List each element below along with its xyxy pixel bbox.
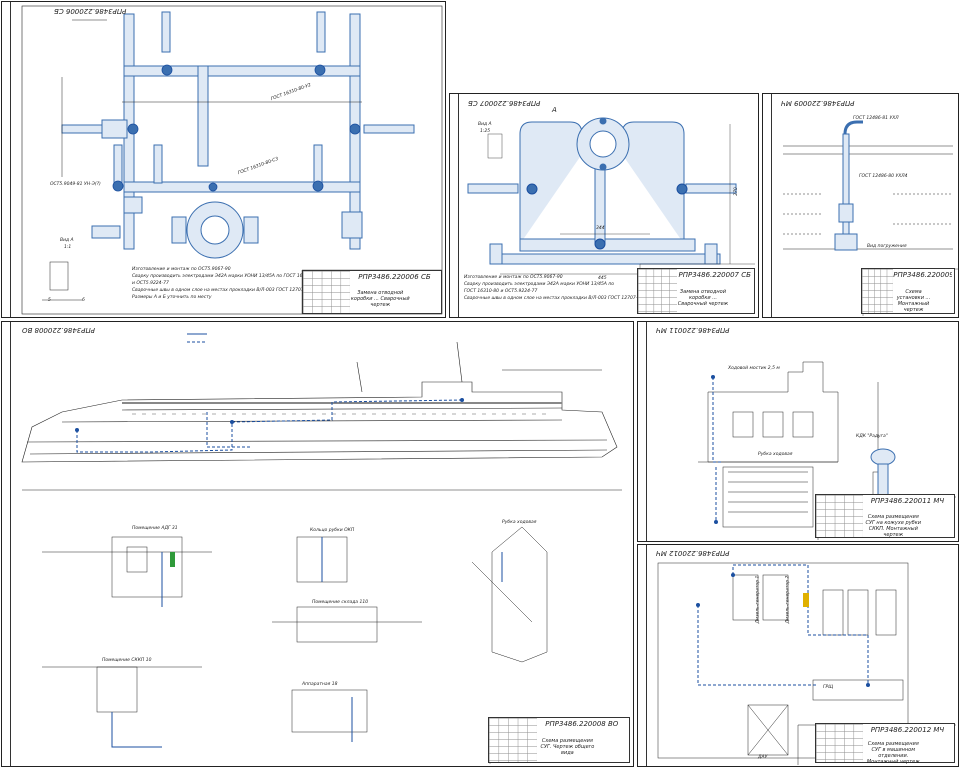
drawing-title: Замена отводной коробки ... Сварочный че… [677,288,729,307]
drawing-title: Схема размещения СУГ. Чертеж общего вида [540,737,595,756]
callout-label: Рубка ходовая [758,452,793,457]
drawing-sheet-008: РПР3486.220008 ВО Помещение АДГ 31 Кольц… [1,321,634,767]
notes-line: Сварочные швы в одном слое на местах про… [464,296,644,301]
drawing-sheet-006: РПР3486.220006 СБ ГОСТ 16310-80-У2 ГОСТ … [1,1,446,318]
notes-line: Сварку производить электродами Э42А марк… [464,282,615,287]
notes-line: и ОСТ5.9224-77 [132,281,169,286]
drawing-sheet-011: РПР3486.220011 МЧ Ходовой мостик 2,5 м Р… [637,321,959,542]
notes-line: Сварку производить электродами Э42А марк… [132,274,319,279]
sheet-stamp: РПР3486.220011 МЧ [656,326,730,334]
drawing-title: Схема размещения СУГ в машинном отделени… [866,741,920,766]
scale-label: 1:1 [64,245,72,250]
dimension-label: 270 [733,187,739,196]
sheet-stamp: РПР3486.220008 ВО [22,326,96,334]
callout-label: Вид погружения [867,244,907,249]
notes-line: Размеры А и Б уточнить по месту [132,295,212,300]
subview-title: Помещение АДГ 31 [132,526,178,531]
notes-line: ГОСТ 16310-80 и ОСТ5.9224-77 [464,289,538,294]
title-block: РПР3486.220006 СБ Замена отводной коробк… [302,270,442,314]
notes-line: Сварочные швы в одном слое на местах про… [132,288,312,293]
drawing-sheet-012: РПР3486.220012 МЧ Дизель-генератор 1 Диз… [637,544,959,767]
equipment-label: ДАУ [758,755,768,760]
piping-assembly-drawing [21,5,443,315]
drawing-title: Схема установки ... Монтажный чертеж [896,288,931,313]
callout-label: ГОСТ 12486-80 УХЛ4 [859,174,908,179]
sheet-stamp: РПР3486.220012 МЧ [656,549,730,557]
callout-label: ГОСТ 12486-81 УХЛ [853,116,899,121]
title-block: РПР3486.220009 МЧ Схема установки ... Мо… [861,268,955,314]
subview-title: Помещение склада 110 [312,600,369,605]
sheet-margin [2,2,11,317]
sheet-stamp: РПР3486.220009 МЧ [781,99,855,107]
title-block: РПР3486.220011 МЧ Схема размещения СУГ н… [815,494,955,538]
callout-label: КДК "Радуга" [856,434,888,439]
subview-title: Аппаратная 18 [302,682,338,687]
sheet-stamp: РПР3486.220007 СБ [468,99,541,107]
drawing-code: РПР3486.220011 МЧ [870,497,945,505]
sheet-margin [638,545,647,766]
drawing-title: Схема размещения СУГ на кожухе рубки СКК… [865,513,922,538]
subview-title: Рубка ходовая [502,520,537,525]
title-block: РПР3486.220008 ВО Схема размещения СУГ. … [488,717,630,763]
sheet-stamp: РПР3486.220006 СБ [54,7,127,15]
ship-general-arrangement [21,333,630,764]
drawing-code: РПР3486.220007 СБ [678,271,751,279]
subview-title: Кольцо рубки ОКП [310,528,355,533]
callout-label: 5 [48,298,51,303]
dimension-label: 445 [598,276,607,281]
drawing-title: Замена отводной коробки ... Сварочный че… [350,289,410,308]
callout-label: 6 [82,298,85,303]
view-label: Вид А [60,238,74,243]
equipment-label: ГРЩ [823,685,834,690]
sheet-margin [763,94,772,317]
notes-line: Изготовление и монтаж по ОСТ5.9067-90 [132,267,231,272]
engine-room-installation-drawing [657,562,956,765]
drawing-code: РПР3486.220012 МЧ [870,726,945,734]
dimension-label: 344 [596,226,605,231]
drawing-sheet-009: РПР3486.220009 МЧ ГОСТ 12486-81 УХЛ ГОСТ… [762,93,959,318]
drawing-code: РПР3486.220006 СБ [358,273,431,281]
equipment-label: Дизель-генератор 1 [755,575,761,624]
view-label: Вид А [478,122,492,127]
scale-label: 1:25 [480,129,491,134]
view-marker: A [552,106,557,114]
piping-assembly-drawing [467,117,755,314]
drawing-code: РПР3486.220008 ВО [545,720,619,728]
title-block: РПР3486.220012 МЧ Схема размещения СУГ в… [815,723,955,766]
drawing-sheet-007: РПР3486.220007 СБ Вид А 1:25 A 344 445 2… [449,93,759,318]
subview-title: Помещение СККП 10 [102,658,152,663]
wheelhouse-installation-drawing [698,361,956,540]
equipment-label: Дизель-генератор 2 [785,575,791,624]
notes-line: Изготовление и монтаж по ОСТ5.9067-90 [464,275,563,280]
sheet-margin [450,94,459,317]
sheet-margin [2,322,11,766]
sheet-margin [638,322,647,541]
drawing-code: РПР3486.220009 МЧ [893,271,952,279]
title-block: РПР3486.220007 СБ Замена отводной коробк… [637,268,755,314]
pipe-label: ОСТ5.9049-81 УН-Э(?) [50,182,101,187]
callout-label: Ходовой мостик 2,5 м [728,366,780,371]
